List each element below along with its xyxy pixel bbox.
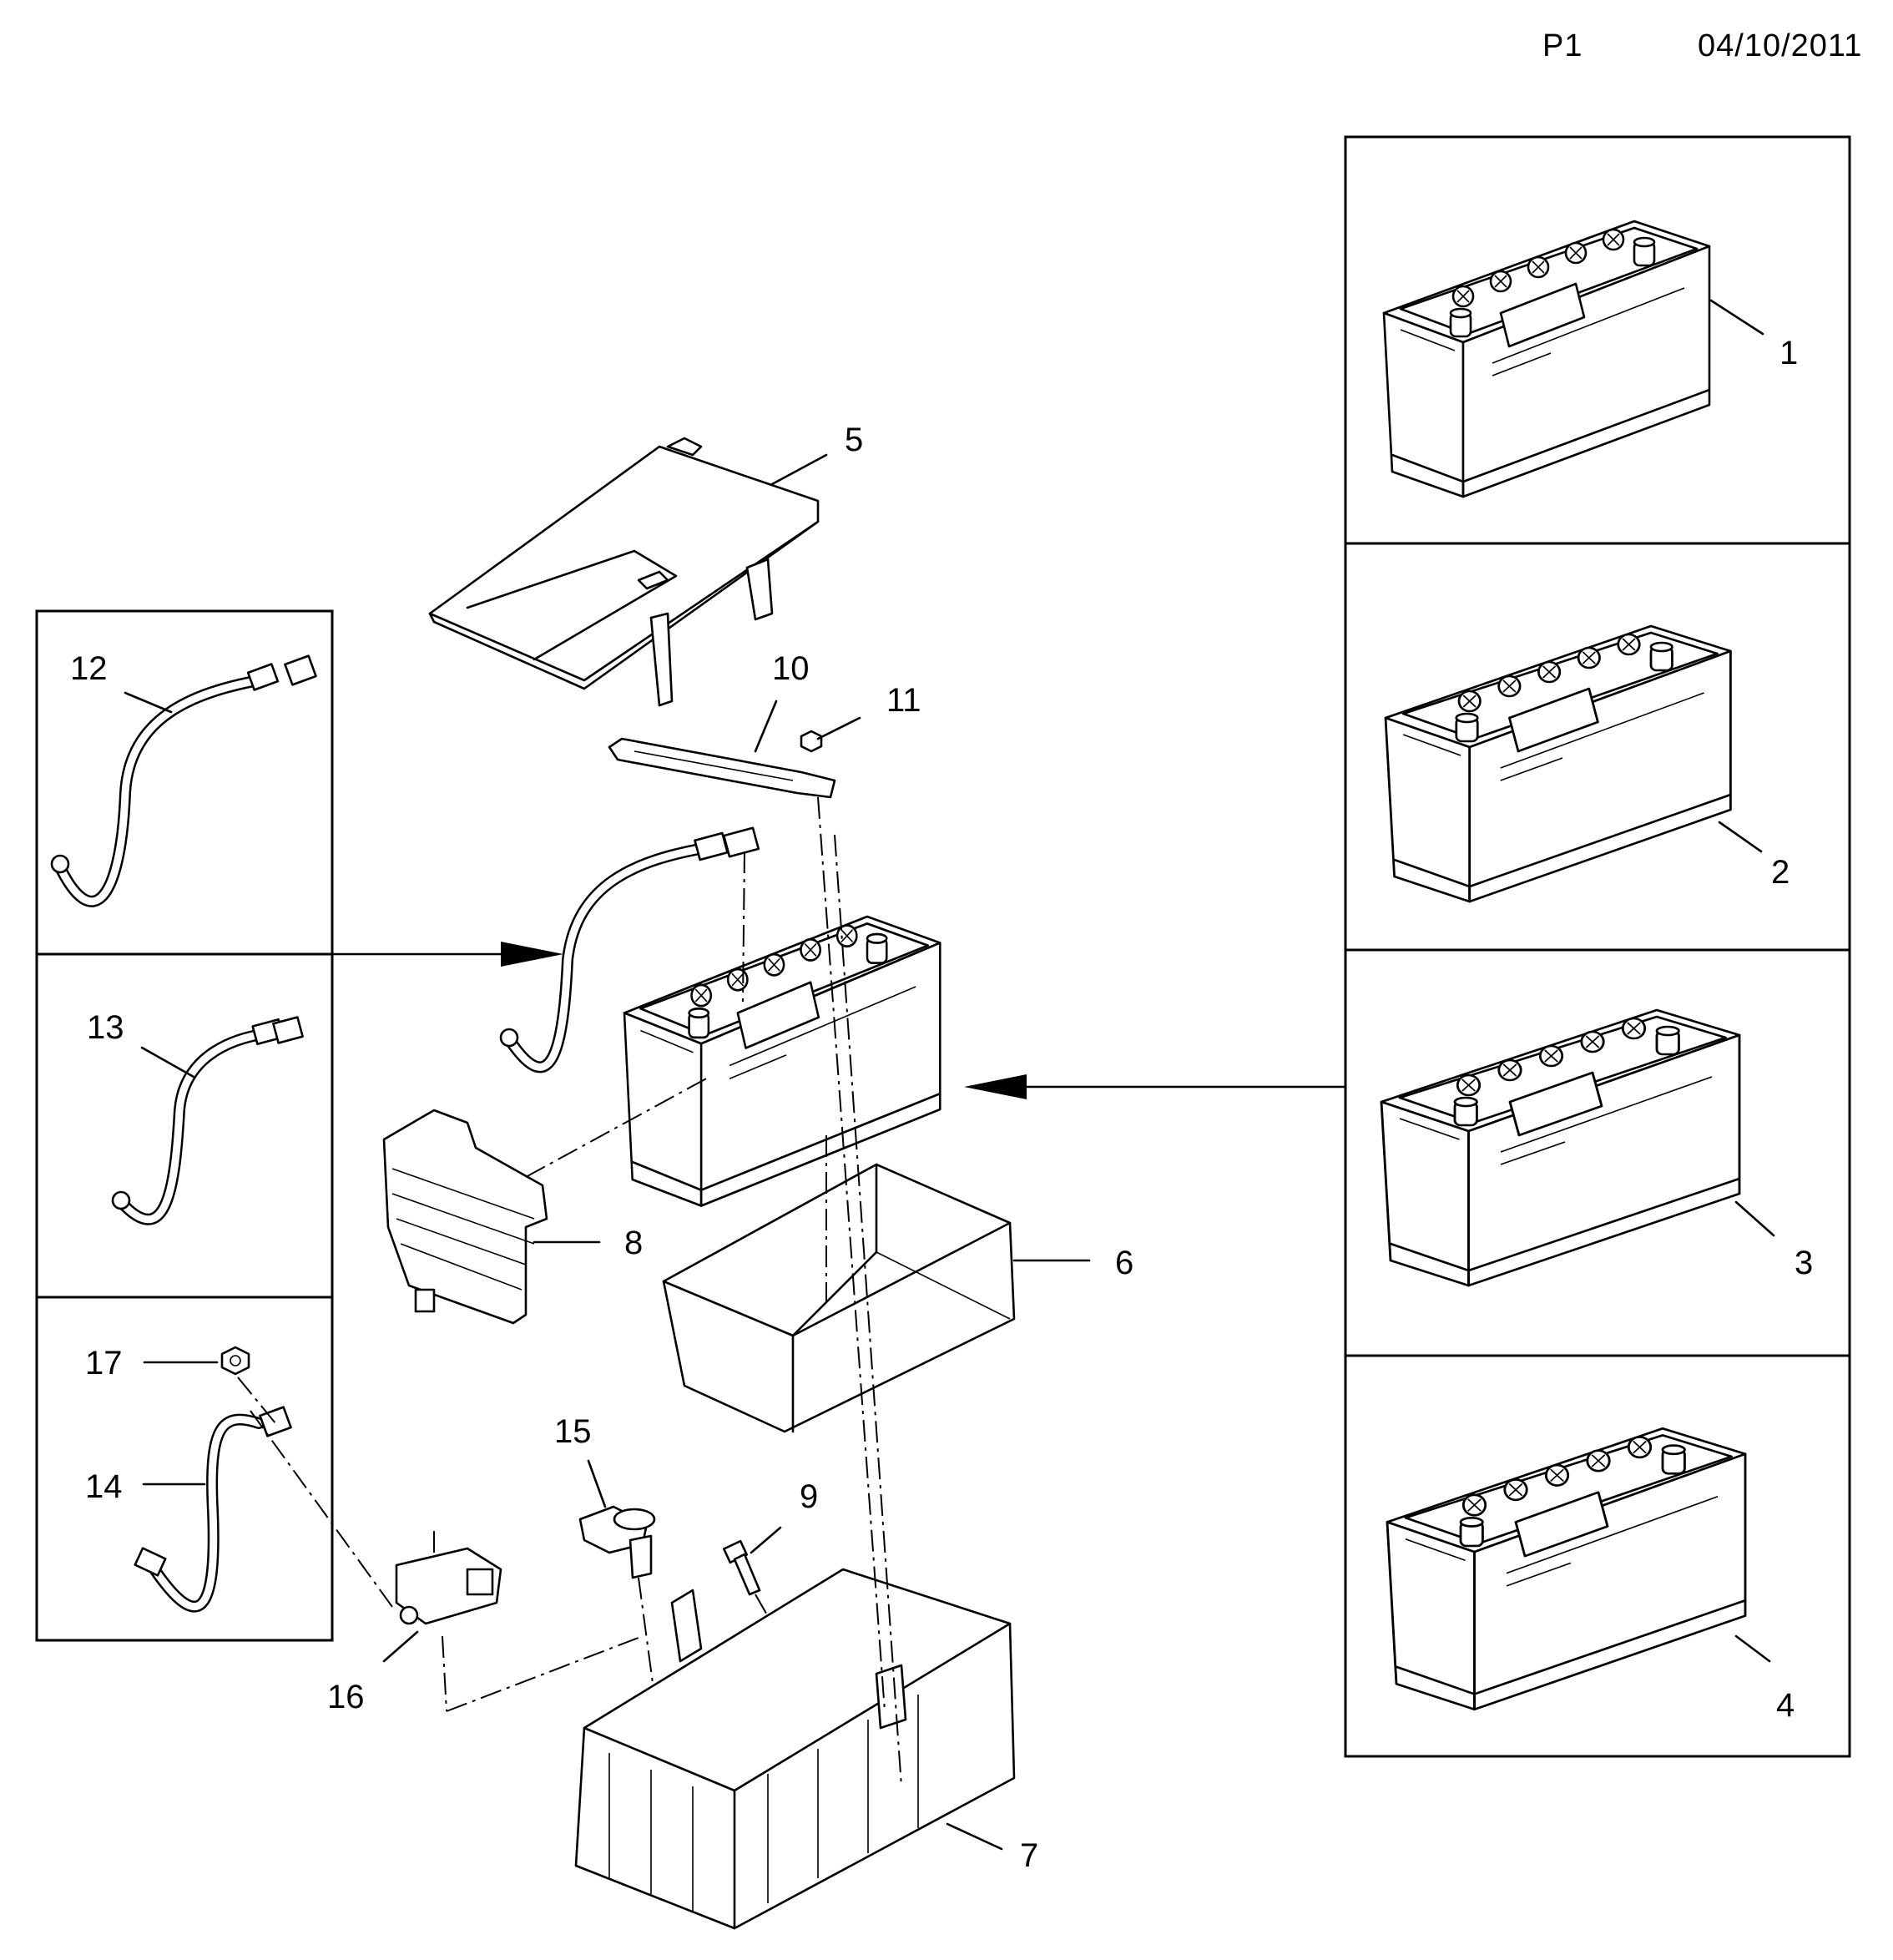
battery-variant-3[interactable] [1380, 1008, 1741, 1287]
callout-7: 7 [1020, 1837, 1038, 1874]
callout-17: 17 [85, 1345, 123, 1382]
cables-frame [35, 609, 334, 1642]
battery-carrier-7[interactable] [574, 1568, 1016, 1930]
diagram-date: 04/10/2011 [1698, 28, 1863, 63]
callout-9: 9 [800, 1478, 818, 1515]
nut-17[interactable] [220, 1346, 250, 1376]
battery-variant-4[interactable] [1386, 1427, 1747, 1711]
battery-cover-5[interactable] [428, 437, 820, 707]
callout-6: 6 [1115, 1245, 1133, 1281]
sensor-15[interactable] [578, 1505, 656, 1579]
battery-tray-6[interactable] [662, 1163, 1016, 1433]
callout-15: 15 [554, 1413, 592, 1450]
main-battery[interactable] [623, 915, 941, 1207]
nut-11[interactable] [800, 730, 823, 753]
cable-variants-panel [35, 609, 334, 1642]
callout-13: 13 [87, 1009, 124, 1046]
callout-11: 11 [886, 682, 921, 719]
battery-variant-2[interactable] [1384, 624, 1732, 903]
cable-variant-14[interactable] [134, 1406, 292, 1613]
hold-down-clamp-10[interactable] [608, 737, 836, 799]
sheet-number: P1 [1542, 28, 1583, 63]
bolt-9[interactable] [722, 1539, 761, 1596]
battery-variant-1[interactable] [1382, 220, 1711, 498]
battery-variants-panel [1344, 135, 1851, 1758]
callout-8: 8 [624, 1225, 643, 1261]
arrow-cables-to-battery [331, 942, 563, 967]
fuse-terminal-16[interactable] [395, 1547, 502, 1625]
heat-shield-8[interactable] [382, 1109, 548, 1325]
callout-12: 12 [70, 650, 108, 687]
cable-variant-13[interactable] [111, 1016, 304, 1225]
callout-2: 2 [1771, 854, 1790, 891]
arrow-variants-to-battery [964, 1074, 1347, 1099]
callout-1: 1 [1779, 335, 1798, 371]
callout-3: 3 [1795, 1245, 1813, 1281]
callout-16: 16 [327, 1679, 365, 1715]
callout-14: 14 [85, 1468, 123, 1505]
variants-frame [1344, 135, 1851, 1758]
cable-variant-12[interactable] [50, 654, 317, 907]
callout-5: 5 [845, 422, 863, 458]
callout-10: 10 [772, 650, 810, 687]
callout-4: 4 [1776, 1687, 1795, 1724]
